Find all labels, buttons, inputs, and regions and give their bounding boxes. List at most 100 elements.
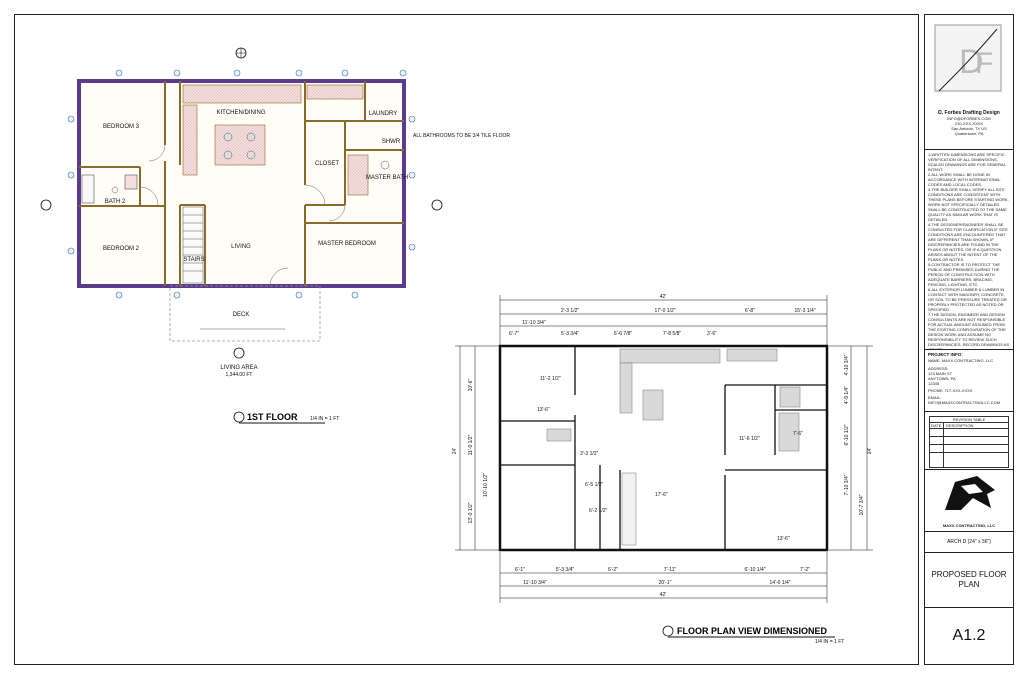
note-6: 6.ALL EXTERIOR LUMBER & LUMBER IN CONTAC… — [928, 287, 1007, 312]
dim-right-2: 6'-10 1/2" — [844, 424, 850, 445]
note-1: 1.WRITTEN DIMENSIONS ARE SPECIFIC. VERIF… — [928, 152, 1006, 172]
dim-left-2: 13'-0 1/2" — [468, 502, 474, 523]
dim-int-6: 13'-6" — [777, 536, 790, 542]
plan2-title: FLOOR PLAN VIEW DIMENSIONED — [677, 626, 828, 636]
dim-top-r2-4: 7'-8 5/8" — [663, 331, 682, 337]
project-info: PROJECT INFO: NAME: MAXX CONTRACTING, LL… — [925, 350, 1013, 412]
dim-bot-r1-0: 6'-1" — [515, 567, 525, 573]
room-label-closet: CLOSET — [315, 161, 339, 167]
dim-top-r2-0: 11'-10 3/4" — [522, 320, 546, 326]
room-label-laundry: LAUNDRY — [369, 111, 398, 117]
dimension-lines-top — [499, 295, 828, 345]
general-notes: 1.WRITTEN DIMENSIONS ARE SPECIFIC. VERIF… — [925, 150, 1013, 350]
contractor-logo-block: MAXX CONTRACTING, LLC — [925, 470, 1013, 532]
dim-top-r1-1: 17'-0 1/2" — [654, 308, 675, 314]
revision-title: REVISION TABLE — [930, 417, 1008, 423]
note-4: 4.THE DESIGNER/ENGINEER SHALL BE CONSULT… — [928, 222, 1008, 262]
dim-overall-bottom: 42' — [660, 592, 667, 598]
room-label-master-bedroom: MASTER BEDROOM — [318, 241, 376, 247]
sheet-title-cell: PROPOSED FLOOR PLAN — [925, 553, 1013, 608]
dim-bot-r1-3: 7'-11" — [664, 567, 677, 573]
dim-top-r1-3: 15'-3 1/4" — [794, 308, 815, 314]
dim-top-r1-2: 6'-8" — [745, 308, 755, 314]
plan2-scale: 1/4 IN = 1 FT — [815, 639, 844, 645]
sheet-size: ARCH D (24" x 36") — [947, 539, 991, 545]
window-markers — [67, 69, 416, 299]
dim-int-5: 7'-6" — [793, 431, 803, 437]
dim-int-7: 6'-5 1/2" — [585, 482, 604, 488]
dim-bot-r2-1: 20'-1" — [659, 580, 672, 586]
contractor-name: MAXX CONTRACTING, LLC — [942, 523, 996, 528]
room-label-living: LIVING — [231, 244, 251, 250]
dimension-lines-left — [455, 345, 499, 551]
firm-name: D. Forbes Drafting Design — [938, 110, 1000, 116]
dim-int-3: 17'-6" — [655, 492, 668, 498]
drawing-sheet: KITCHEN/DINING LAUNDRY BEDROOM 3 BATH 2 … — [14, 14, 919, 665]
dim-int-8: 6'-2 1/2" — [589, 508, 608, 514]
drawing-canvas: KITCHEN/DINING LAUNDRY BEDROOM 3 BATH 2 … — [40, 47, 873, 645]
dim-bot-r1-5: 7'-2" — [800, 567, 810, 573]
dim-bot-r1-4: 6'-10 1/4" — [744, 567, 765, 573]
dim-left-1: 11'-0 1/2" — [468, 434, 474, 455]
bath-callout: ALL BATHROOMS TO BE 3/4 TILE FLOOR — [413, 133, 510, 139]
project-address-2: 12345 — [928, 381, 940, 386]
note-3: 3.THE BUILDER SHALL VERIFY ALL SITE COND… — [928, 187, 1009, 222]
firm-contact-3: Quakertown, PA — [954, 131, 984, 136]
note-5: 5.CONTRACTOR IS TO PROTECT THE PUBLIC AN… — [928, 262, 1001, 287]
dim-right-3: 10'-7 3/4" — [859, 494, 865, 515]
deck-outline — [169, 285, 321, 342]
living-area-value: 1,344.00 FT — [226, 372, 253, 378]
dim-top-r1-0: 2'-3 1/2" — [561, 308, 580, 314]
firm-logo: D F — [934, 24, 1002, 92]
dimension-lines-right — [829, 345, 873, 551]
room-label-bath2: BATH 2 — [105, 199, 126, 205]
interior-walls-dim — [500, 346, 827, 550]
firm-block: D F D. Forbes Drafting Design INFO@DFORB… — [925, 15, 1013, 150]
dim-bot-r1-2: 6'-2" — [608, 567, 618, 573]
dim-overall-top: 42' — [660, 294, 667, 300]
room-label-deck: DECK — [233, 312, 250, 318]
sheet-title: PROPOSED FLOOR PLAN — [931, 570, 1007, 589]
dim-int-2: 3'-3 1/2" — [580, 451, 599, 457]
dim-int-4: 11'-6 1/2" — [739, 436, 760, 442]
dim-top-r2-1: 6'-7" — [509, 331, 519, 337]
room-label-shwr: SHWR — [382, 139, 401, 145]
room-label-master-bath: MASTER BATH — [366, 175, 408, 181]
project-company: NAME: MAXX CONTRACTING, LLC — [928, 358, 994, 363]
horse-logo-icon — [945, 476, 995, 510]
dim-top-r2-2: 5'-3 3/4" — [561, 331, 580, 337]
project-address-label: ADDRESS: — [928, 366, 949, 371]
dim-right-1: 4'-9 1/4" — [844, 386, 850, 405]
section-marker — [40, 47, 443, 359]
room-label-bedroom3: BEDROOM 3 — [103, 124, 140, 130]
dim-left-0: 10'-6" — [468, 378, 474, 391]
project-phone: PHONE: 717-XXX-XXXX — [928, 388, 973, 393]
firm-contact-1: 210-XXX-XXXX — [954, 121, 983, 126]
dim-top-r2-5: 3'-6" — [707, 331, 717, 337]
dim-right-0: 4'-10 3/4" — [844, 354, 850, 375]
dimension-lines-bottom — [499, 552, 828, 603]
living-area-label: LIVING AREA — [220, 365, 257, 371]
dimensioned-plan: 42' 2'-3 1/2" 17'-0 1/2" 6'-8" 15'-3 1/4… — [452, 294, 873, 645]
dim-top-r2-3: 6'-6 7/8" — [614, 331, 633, 337]
exterior-wall-dim — [498, 344, 829, 552]
project-info-heading: PROJECT INFO: — [928, 352, 963, 357]
firm-contact-0: INFO@DFORBES.COM — [947, 116, 991, 121]
project-email: EMAIL: INFO@MAXXCONTRACTINGLLC.COM — [928, 395, 1001, 405]
room-label-kitchen: KITCHEN/DINING — [216, 110, 265, 116]
revision-table: REVISION TABLE DATE DESCRIPTION — [925, 412, 1013, 470]
plan1-scale: 1/4 IN = 1 FT — [310, 416, 339, 422]
project-address-1: ANYTOWN, PA — [928, 376, 956, 381]
note-2: 2.ALL WORK SHALL BE DONE IN ACCORDANCE W… — [928, 172, 1001, 187]
dim-left-overall: 24' — [452, 448, 458, 455]
title-block: D F D. Forbes Drafting Design INFO@DFORB… — [924, 14, 1014, 665]
dim-bot-r2-0: 11'-10 3/4" — [523, 580, 547, 586]
revision-col-desc: DESCRIPTION — [946, 423, 974, 428]
dim-int-0: 11'-2 1/2" — [540, 376, 561, 382]
view-title-marker-2 — [662, 625, 674, 637]
revision-col-date: DATE — [930, 423, 944, 428]
svg-text:F: F — [975, 47, 993, 80]
sheet-size-cell: ARCH D (24" x 36") — [925, 532, 1013, 553]
room-label-stairs: STAIRS — [183, 257, 204, 263]
project-address-0: 123 MAIN ST — [928, 371, 953, 376]
